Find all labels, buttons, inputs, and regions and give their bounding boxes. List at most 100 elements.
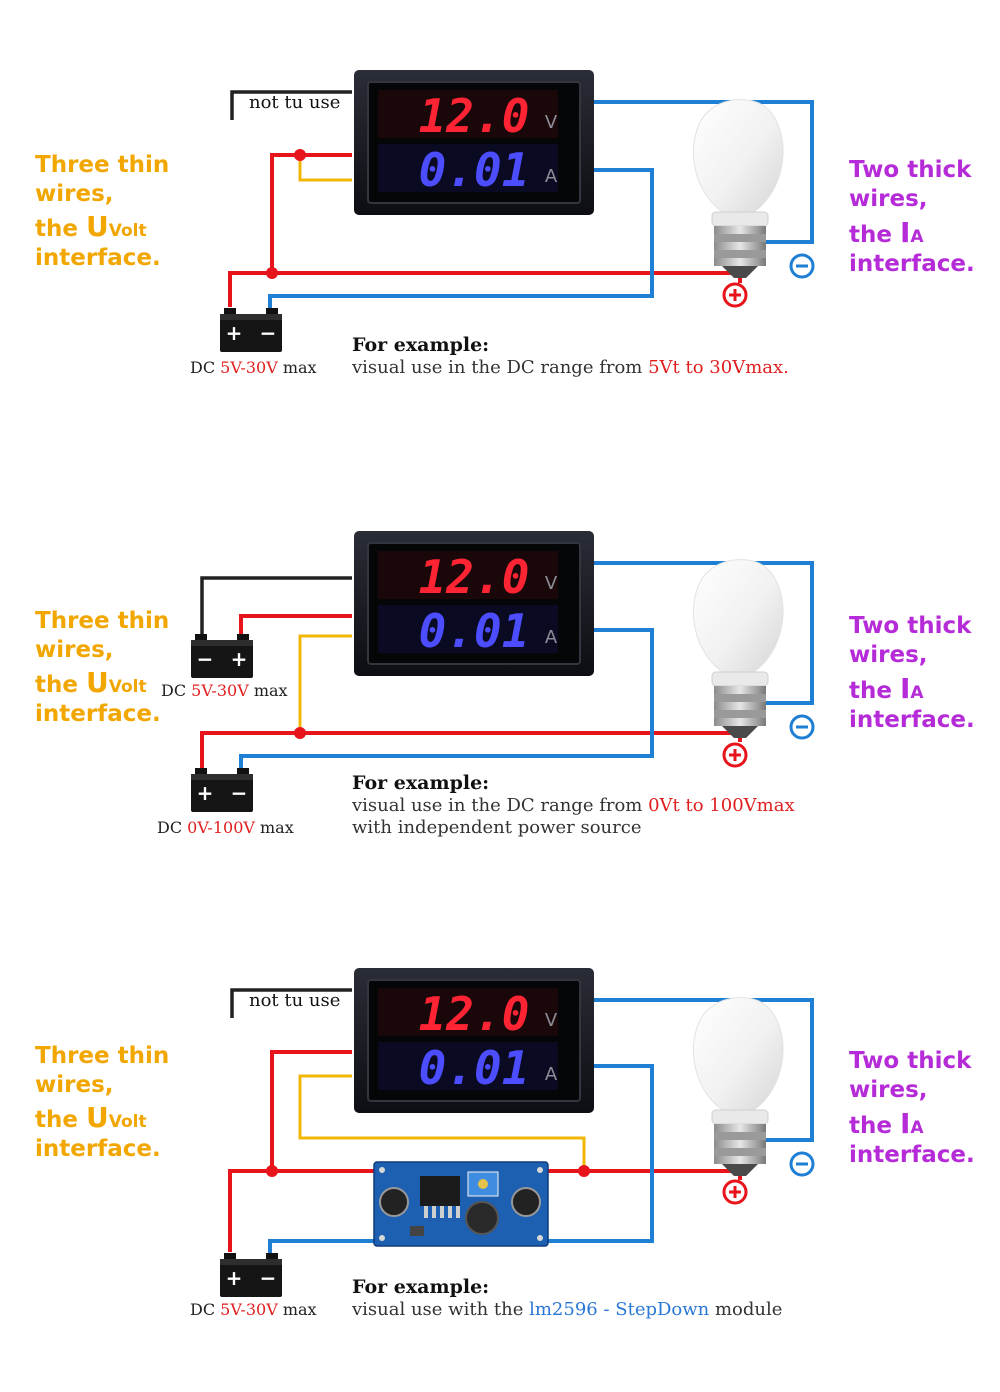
svg-text:the UVolt: the UVolt [35,210,147,243]
junction-dot [294,727,306,739]
svg-text:the IA: the IA [849,216,924,249]
amp-reading: 0.01 [419,604,530,658]
supply-label: DC 5V-30V max [190,358,317,377]
panel-3: 12.0 0.01 V A + − [35,967,975,1320]
yellow-wire-sense [298,634,352,733]
red-wire-meter-power [270,1050,376,1173]
volt-unit: V [545,112,558,133]
svg-text:the UVolt: the UVolt [35,666,147,699]
minus-icon: − [197,647,214,671]
left-interface-label: Three thin wires, the UVolt interface. [35,152,169,271]
svg-text:wires,: wires, [849,642,928,668]
example-text-line2: with independent power source [352,817,641,838]
svg-text:the UVolt: the UVolt [35,1101,147,1134]
supply-label: DC 5V-30V max [190,1300,317,1319]
svg-text:Two thick: Two thick [849,1048,972,1074]
bulb-plus-terminal [722,1179,748,1205]
red-wire-battery-plus [228,271,272,307]
right-interface-label: Two thick wires, the IA interface. [849,1048,975,1168]
aux-battery: − + [191,634,253,678]
main-battery: + − [191,768,253,812]
volt-reading: 12.0 [419,89,530,143]
blue-wire-shunt-out [268,168,654,310]
volt-reading: 12.0 [419,550,530,604]
plus-icon: + [226,1266,243,1290]
yellow-wire-sense [298,155,352,182]
volt-reading: 12.0 [419,987,530,1041]
svg-text:the IA: the IA [849,672,924,705]
light-bulb [692,99,784,279]
yellow-wire-sense [298,1074,586,1171]
svg-text:interface.: interface. [35,1136,161,1162]
svg-text:Three thin: Three thin [35,1043,169,1069]
svg-text:Two thick: Two thick [849,613,972,639]
svg-text:wires,: wires, [35,181,114,207]
minus-icon: − [260,1266,277,1290]
junction-dot [266,267,278,279]
bulb-minus-terminal [789,1151,815,1177]
svg-text:wires,: wires, [849,1077,928,1103]
volt-unit: V [545,573,558,594]
not-use-label: not tu use [249,990,340,1011]
bulb-plus-terminal [722,282,748,308]
minus-icon: − [231,781,248,805]
junction-dot [266,1165,278,1177]
right-interface-label: Two thick wires, the IA interface. [849,613,975,733]
example-text: visual use with the lm2596 - StepDown mo… [351,1299,782,1320]
svg-text:the IA: the IA [849,1107,924,1140]
light-bulb [692,559,784,739]
plus-icon: + [197,781,214,805]
amp-unit: A [545,627,558,648]
example-text: visual use in the DC range from 0Vt to 1… [351,795,795,816]
junction-dot [578,1165,590,1177]
plus-icon: + [231,647,248,671]
red-wire-aux-supply [239,614,352,636]
red-wire-load-plus [200,731,742,770]
amp-reading: 0.01 [419,143,530,197]
amp-reading: 0.01 [419,1041,530,1095]
minus-icon: − [260,321,277,345]
svg-text:interface.: interface. [35,701,161,727]
svg-text:Three thin: Three thin [35,608,169,634]
amp-unit: A [545,166,558,187]
not-use-label: not tu use [249,92,340,113]
blue-wire-shunt-in [594,561,814,705]
example-text: visual use in the DC range from 5Vt to 3… [351,357,789,378]
blue-wire-shunt-out [546,1064,654,1243]
panel-1: 12.0 0.01 V A + − not tu use DC 5V-30V m… [35,69,975,378]
stepdown-module [373,1161,549,1247]
battery: + − [220,308,282,352]
panel-2: 12.0 0.01 V A − + + − DC 5V-30V max DC 0… [35,530,975,838]
svg-text:interface.: interface. [849,707,975,733]
aux-supply-label: DC 5V-30V max [161,681,288,700]
svg-text:interface.: interface. [849,251,975,277]
svg-text:wires,: wires, [35,637,114,663]
junction-dot [294,149,306,161]
plus-icon: + [226,321,243,345]
svg-text:wires,: wires, [35,1072,114,1098]
main-supply-label: DC 0V-100V max [157,818,294,837]
left-interface-label: Three thin wires, the UVolt interface. [35,1043,169,1162]
svg-text:interface.: interface. [849,1142,975,1168]
example-title: For example: [352,334,489,356]
red-wire-module-out [546,1169,742,1180]
svg-text:interface.: interface. [35,245,161,271]
battery: + − [220,1253,282,1297]
right-interface-label: Two thick wires, the IA interface. [849,157,975,277]
volt-unit: V [545,1010,558,1031]
svg-text:Two thick: Two thick [849,157,972,183]
black-wire-aux-supply [200,576,352,636]
black-wire-unused [230,90,352,120]
svg-text:wires,: wires, [849,186,928,212]
example-title: For example: [352,1276,489,1298]
example-title: For example: [352,772,489,794]
bulb-plus-terminal [722,742,748,768]
black-wire-unused [230,988,352,1018]
light-bulb [692,997,784,1177]
bulb-minus-terminal [789,714,815,740]
left-interface-label: Three thin wires, the UVolt interface. [35,608,169,727]
blue-wire-battery-minus [268,1239,376,1255]
blue-wire-shunt-out [239,628,654,770]
bulb-minus-terminal [789,253,815,279]
